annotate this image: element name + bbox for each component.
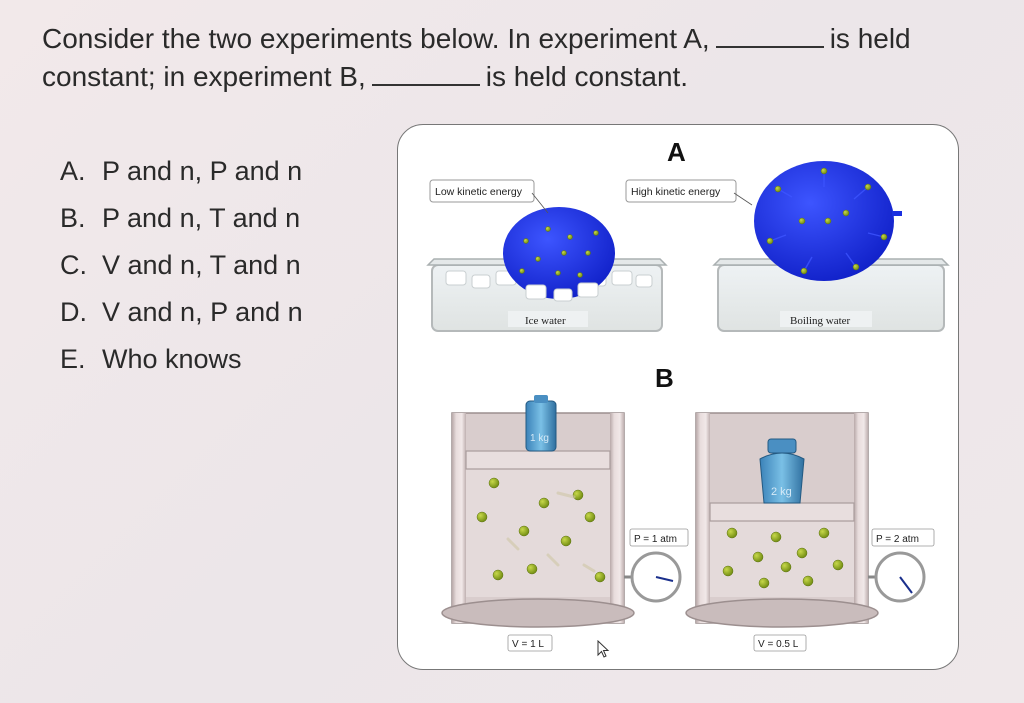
- answer-blank-1: [715, 24, 824, 48]
- question-part-3: is held constant.: [485, 61, 689, 92]
- cold-balloon: [503, 207, 615, 299]
- option-letter: D.: [60, 297, 87, 327]
- panel-b-label: B: [655, 363, 674, 393]
- piston-2-atm: 2 kg P = 2 atm V = 0.5 L: [685, 412, 935, 652]
- answer-options: A. P and n, P and n B. P and n, T and n C.…: [60, 148, 303, 383]
- ice-water-setup: Ice water Low kinetic energy: [426, 179, 668, 332]
- option-c[interactable]: C. V and n, T and n: [60, 242, 303, 289]
- option-b[interactable]: B. P and n, T and n: [60, 195, 303, 242]
- option-text: V and n, P and n: [102, 297, 303, 327]
- question-text: Consider the two experiments below. In e…: [42, 20, 982, 96]
- option-d[interactable]: D. V and n, P and n: [60, 289, 303, 336]
- option-e[interactable]: E. Who knows: [60, 336, 303, 383]
- piston-1-atm: 1 kg P = 1 atm V = 1 L: [441, 395, 689, 652]
- question-part-2: is held constant; in experiment B,: [42, 23, 911, 92]
- option-text: V and n, T and n: [102, 250, 301, 280]
- ice-water-label: Ice water: [525, 315, 566, 327]
- option-letter: B.: [60, 203, 86, 233]
- high-kinetic-energy-label: High kinetic energy: [631, 186, 721, 198]
- option-text: P and n, T and n: [102, 203, 301, 233]
- option-letter: A.: [60, 156, 86, 186]
- volume-0-5l-label: V = 0.5 L: [758, 639, 799, 650]
- question-part-1: Consider the two experiments below. In e…: [42, 23, 710, 54]
- experiment-diagram: A B Ice water Low kinetic ener: [426, 137, 950, 652]
- experiment-figure: A B Ice water Low kinetic ener: [397, 124, 959, 670]
- boiling-water-setup: Boiling water High kinetic energy: [625, 161, 950, 332]
- low-kinetic-energy-label: Low kinetic energy: [435, 186, 523, 198]
- pressure-2-atm-label: P = 2 atm: [876, 534, 919, 545]
- pressure-1-atm-label: P = 1 atm: [634, 534, 677, 545]
- answer-blank-2: [371, 62, 480, 86]
- weight-1kg-label: 1 kg: [530, 433, 549, 444]
- option-text: P and n, P and n: [102, 156, 303, 186]
- volume-1l-label: V = 1 L: [512, 639, 544, 650]
- weight-2kg-label: 2 kg: [771, 486, 792, 498]
- option-letter: E.: [60, 344, 86, 374]
- boiling-water-label: Boiling water: [790, 315, 851, 327]
- option-letter: C.: [60, 250, 87, 280]
- mouse-cursor-icon: [597, 640, 610, 658]
- hot-balloon: [754, 161, 894, 281]
- option-text: Who knows: [102, 344, 242, 374]
- option-a[interactable]: A. P and n, P and n: [60, 148, 303, 195]
- panel-a-label: A: [667, 137, 686, 167]
